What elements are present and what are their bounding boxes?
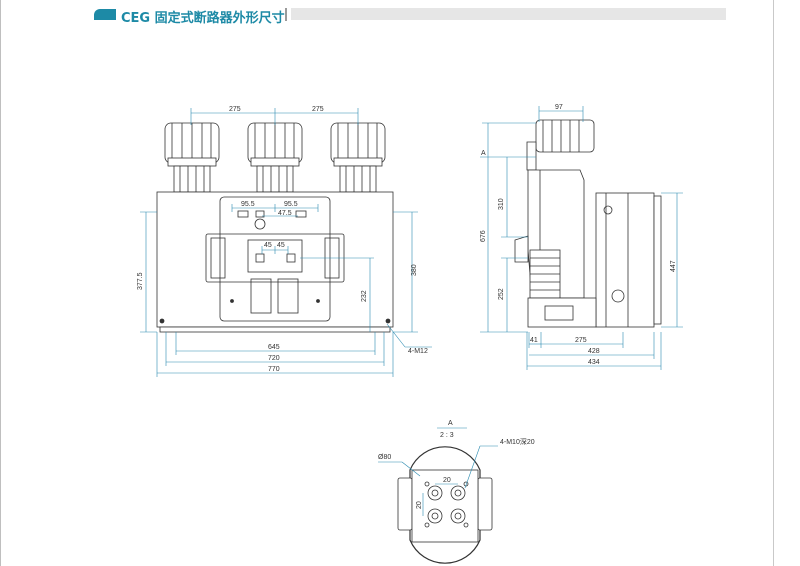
dim-275: 275 <box>575 337 587 344</box>
detail-view-label: A <box>448 420 453 427</box>
dim-20-vertical: 20 <box>416 501 423 509</box>
dim-height-right: 380 <box>411 264 418 276</box>
side-dimensions <box>480 106 683 370</box>
dim-434: 434 <box>588 359 600 366</box>
pole-middle <box>247 122 303 193</box>
dim-inner-a: 45 <box>264 242 272 249</box>
section-header: CEG 固定式断路器外形尺寸 <box>94 6 726 26</box>
dim-height-left: 377.5 <box>137 272 144 290</box>
page-frame-right <box>773 0 774 566</box>
dim-panel-a: 95.5 <box>241 201 255 208</box>
label-diameter: Ø80 <box>378 454 391 461</box>
label-bolt-detail: 4-M10深20 <box>500 437 535 446</box>
dim-447: 447 <box>670 260 677 272</box>
label-bolt-front: 4-M12 <box>408 348 428 355</box>
dim-428: 428 <box>588 348 600 355</box>
dim-676: 676 <box>480 230 487 242</box>
label-section-a: A <box>481 150 486 157</box>
dim-inner-b: 45 <box>277 242 285 249</box>
detail-dimensions <box>378 427 498 516</box>
dim-252: 252 <box>498 288 505 300</box>
header-bar <box>291 8 726 20</box>
side-view <box>480 106 683 370</box>
dim-top-97: 97 <box>555 104 563 111</box>
dim-panel-b: 95.5 <box>284 201 298 208</box>
page-frame-left <box>0 0 1 566</box>
detail-scale: 2 : 3 <box>440 432 454 439</box>
dim-41: 41 <box>530 337 538 344</box>
header-tab-icon <box>94 9 116 20</box>
dim-20-horizontal: 20 <box>443 477 451 484</box>
dim-height-inner: 232 <box>361 290 368 302</box>
pole-left <box>164 122 220 193</box>
dim-pitch-left: 275 <box>229 106 241 113</box>
page-title: CEG 固定式断路器外形尺寸 <box>121 11 285 26</box>
dim-base-720: 720 <box>268 355 280 362</box>
control-panel <box>219 196 331 322</box>
dim-base-770: 770 <box>268 366 280 373</box>
dim-310: 310 <box>498 198 505 210</box>
dim-panel-c: 47.5 <box>278 210 292 217</box>
front-view <box>140 108 432 377</box>
dim-pitch-right: 275 <box>312 106 324 113</box>
dim-base-645: 645 <box>268 344 280 351</box>
front-dimensions <box>140 108 432 377</box>
detail-view <box>378 427 498 564</box>
header-separator <box>285 8 287 21</box>
pole-right <box>330 122 386 193</box>
